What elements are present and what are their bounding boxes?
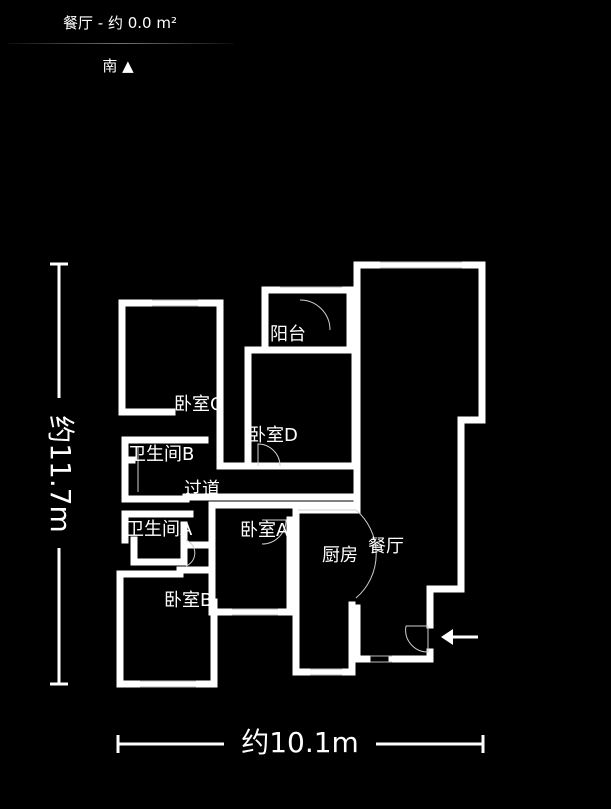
width-dimension: 约10.1m — [116, 726, 485, 759]
room-label-bedroom-a: 卧室A — [240, 520, 289, 541]
room-label-bathroom-b: 卫生间B — [128, 444, 194, 465]
room-label-kitchen: 厨房 — [322, 545, 358, 566]
height-dimension-label: 约11.7m — [44, 415, 77, 533]
header-divider — [8, 43, 234, 44]
arrow-left-icon — [441, 629, 478, 645]
height-dimension: 约11.7m — [44, 262, 77, 686]
doors — [137, 299, 429, 653]
room-label-dining: 餐厅 — [368, 536, 404, 557]
room-label-bathroom-a: 卫生间A — [126, 519, 193, 540]
room-label-bedroom-d: 卧室D — [248, 425, 298, 446]
room-label-balcony: 阳台 — [270, 324, 306, 345]
width-dimension-label: 约10.1m — [241, 726, 359, 759]
room-label-bedroom-b: 卧室B — [164, 590, 212, 611]
room-label-corridor: 过道 — [184, 479, 220, 500]
view-title: 餐厅 - 约 0.0 m² — [63, 14, 177, 32]
room-label-bedroom-c: 卧室C — [174, 394, 223, 415]
walls — [116, 261, 486, 688]
windows — [140, 261, 462, 688]
room-labels: 卧室C 阳台 卧室D 卫生间B 过道 卫生间A 卧室A 厨房 餐厅 卧室B — [126, 324, 404, 611]
compass-indicator[interactable]: 南 ▲ — [102, 57, 134, 75]
